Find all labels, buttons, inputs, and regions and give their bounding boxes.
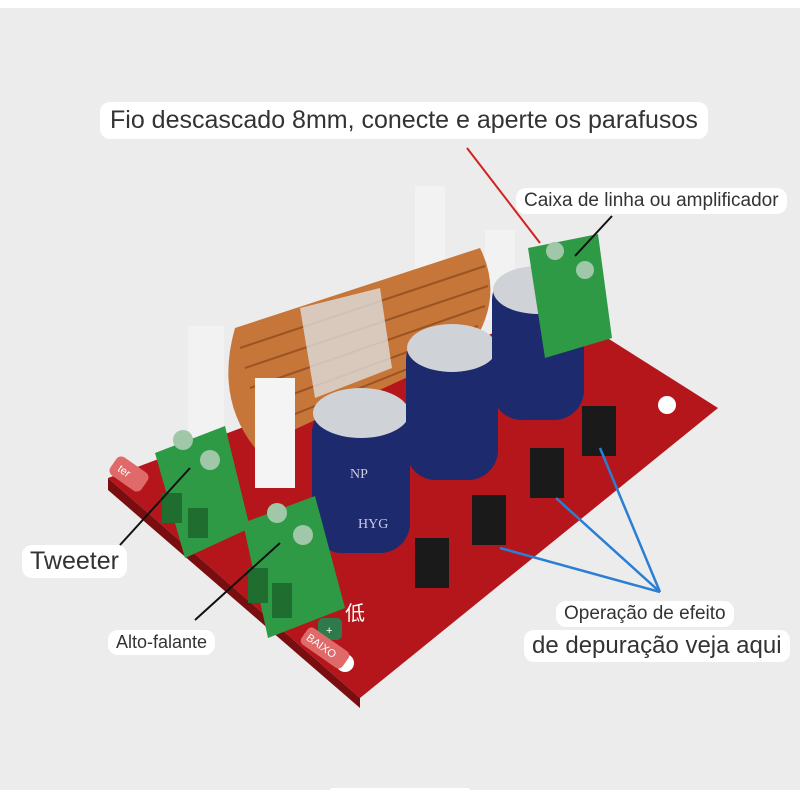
home-indicator[interactable]	[330, 788, 470, 793]
coil-bracket	[255, 378, 295, 488]
svg-text:+: +	[326, 625, 332, 637]
terminal-woofer	[243, 496, 345, 638]
crossover-board-illustration: NP HYG ter + BAIXO 低	[108, 147, 718, 708]
pointer-line	[466, 147, 541, 244]
product-image: NP HYG ter + BAIXO 低	[0, 8, 800, 793]
debug-label-line2: de depuração veja aqui	[524, 630, 790, 662]
pointer-lines-blue	[499, 447, 662, 594]
jumper	[415, 538, 449, 588]
terminal-tweeter	[155, 426, 250, 558]
svg-text:低: 低	[345, 602, 365, 625]
instruction-label: Fio descascado 8mm, conecte e aperte os …	[100, 102, 708, 139]
pointer-line	[574, 215, 613, 257]
tweeter-label: Tweeter	[22, 545, 127, 578]
svg-text:NP: NP	[350, 467, 368, 482]
jumper	[582, 406, 616, 456]
jumper	[472, 495, 506, 545]
jumper	[530, 448, 564, 498]
speaker-label: Alto-falante	[108, 630, 216, 655]
amplifier-label: Caixa de linha ou amplificador	[516, 188, 787, 214]
svg-text:HYG: HYG	[358, 517, 388, 532]
coil-bracket	[188, 326, 224, 446]
capacitor-c2	[406, 324, 498, 480]
pointer-line	[194, 542, 281, 621]
capacitor-c1: NP HYG	[312, 388, 410, 553]
terminal-input	[528, 234, 612, 358]
coil-bracket	[415, 186, 445, 276]
pointer-line	[119, 467, 191, 546]
mount-hole	[658, 396, 676, 414]
debug-label-line1: Operação de efeito	[556, 601, 734, 627]
